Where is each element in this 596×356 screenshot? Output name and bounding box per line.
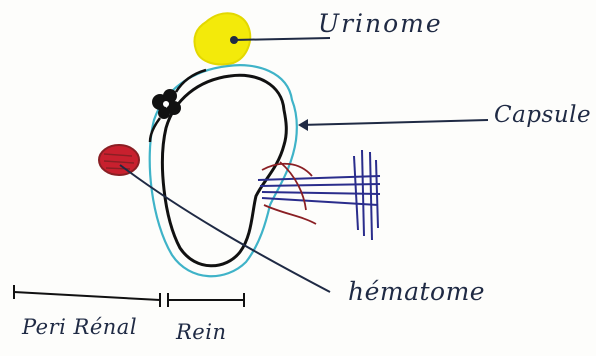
scale-bar-rein — [168, 293, 244, 307]
label-capsule: Capsule — [494, 102, 591, 128]
label-hematome: hématome — [348, 277, 485, 306]
capsule-pointer — [300, 120, 488, 125]
label-perirenal: Peri Rénal — [22, 315, 137, 339]
label-rein: Rein — [176, 320, 226, 344]
capsule-pointer-tip — [298, 119, 308, 131]
hematoma-blob — [99, 145, 139, 175]
scale-bar-perirenal — [14, 285, 160, 307]
label-urinome: Urinome — [318, 9, 443, 38]
node-connector-bottom — [150, 118, 160, 142]
kidney-outline — [162, 75, 286, 266]
urinome-pointer-dot — [230, 36, 238, 44]
